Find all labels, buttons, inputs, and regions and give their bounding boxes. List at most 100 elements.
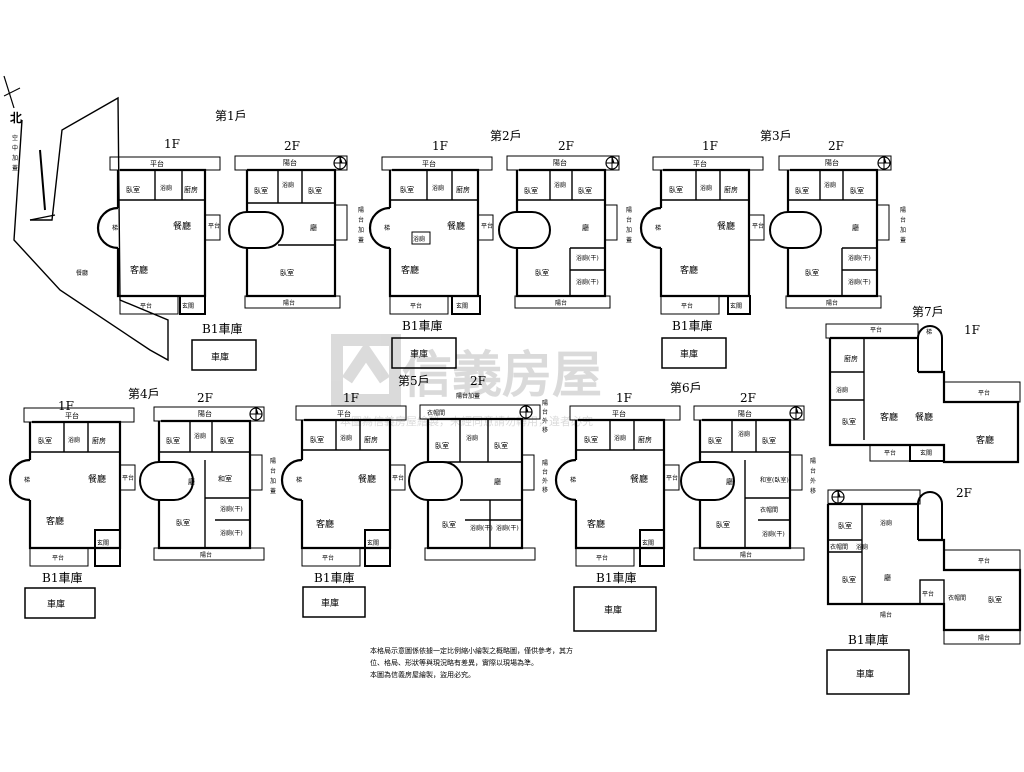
u4-stair: 梯 [24, 476, 30, 484]
u7-2f-balcony2: 陽台 [978, 634, 990, 642]
u4-2f-bed3: 臥室 [176, 518, 190, 527]
u2-2f-bed1: 臥室 [524, 186, 538, 195]
u2-2f-bath: 浴廁 [554, 181, 566, 189]
unit-1-1f-plan [96, 156, 221, 315]
u1-2f-add-4: 蓋 [358, 236, 364, 244]
u5-terrace-top: 平台 [337, 409, 351, 418]
u2-add-4: 蓋 [626, 236, 632, 244]
u2-2f-bath-dry: 浴廁(干) [576, 254, 599, 262]
u3-garage-box [661, 337, 727, 369]
u6-2f-bed2: 臥室 [762, 436, 776, 445]
u2-terrace-bottom: 平台 [410, 302, 422, 310]
u6-2f-hall: 廳 [726, 477, 733, 486]
u5-terrace-bottom: 平台 [322, 554, 334, 562]
u3-add-1: 陽 [900, 206, 906, 214]
u1-2f-balcony: 陽台 [283, 158, 297, 167]
site-plan [13, 96, 169, 362]
north-arrow [3, 75, 21, 109]
unit-2-2f: 2F [558, 139, 574, 153]
u7-2f-terrace-right: 平台 [978, 557, 990, 565]
u6-out-2: 台 [810, 467, 816, 475]
u1-2f-add-1: 陽 [358, 206, 364, 214]
u4-garage-box [24, 587, 96, 619]
u5-b1: B1車庫 [314, 571, 354, 585]
u3-2f-balcony-b: 陽台 [826, 299, 838, 307]
u1-2f-add-3: 加 [358, 226, 364, 234]
u6-b1: B1車庫 [596, 571, 636, 585]
u3-add-2: 台 [900, 216, 906, 224]
u1-dining: 餐廳 [173, 220, 191, 232]
u3-entry: 玄關 [730, 302, 742, 310]
u6-terrace-side: 平台 [666, 474, 678, 482]
u7-living: 客廳 [880, 411, 898, 423]
u4-entry: 玄關 [97, 539, 109, 547]
u4-add-4: 蓋 [270, 487, 276, 495]
u5-stair: 梯 [296, 476, 302, 484]
u3-bath: 浴廁 [700, 184, 712, 192]
u6-out-3: 外 [810, 477, 816, 485]
u5-dining: 餐廳 [358, 473, 376, 485]
u3-2f-hall: 廳 [852, 223, 859, 232]
unit-3-2f: 2F [828, 139, 844, 153]
u7-2f-bath2: 浴廁 [856, 543, 868, 551]
u7-2f-bath: 浴廁 [880, 519, 892, 527]
u5-2f-hall: 廳 [494, 477, 501, 486]
u5-out-b4: 移 [542, 486, 548, 494]
u3-2f-bath-dry: 浴廁(干) [848, 254, 871, 262]
site-sign-3: 加 [12, 154, 18, 162]
u7-stair: 梯 [926, 328, 932, 336]
note-line-2: 位、格局、形狀等與現況略有差異，實際以現場為準。 [370, 658, 538, 667]
u1-b1: B1車庫 [202, 322, 242, 336]
site-sign-2: 中 [12, 144, 18, 152]
u1-terrace-side: 平台 [208, 222, 220, 230]
u6-bed: 臥室 [584, 435, 598, 444]
u7-bed: 臥室 [842, 417, 856, 426]
u5-2f-bath: 浴廁 [466, 434, 478, 442]
u7-garage-box [826, 649, 910, 695]
u2-bath: 浴廁 [432, 184, 444, 192]
u2-stair: 梯 [384, 224, 390, 232]
u7-b1: B1車庫 [848, 633, 888, 647]
u1-2f-add-2: 台 [358, 216, 364, 224]
u6-2f-bed3: 臥室 [716, 520, 730, 529]
u5-out-a3: 外 [542, 417, 548, 425]
u6-living: 客廳 [587, 518, 605, 530]
u2-bath2: 浴廁 [413, 235, 425, 243]
u3-add-3: 加 [900, 226, 906, 234]
u5-2f-closet: 衣帽間 [427, 409, 445, 417]
u1-bed: 臥室 [126, 185, 140, 194]
u2-2f-bed2: 臥室 [578, 186, 592, 195]
unit-4-1f: 1F [58, 399, 74, 413]
u1-terrace-top: 平台 [150, 159, 164, 168]
u4-2f-tatami: 和室 [218, 474, 232, 483]
watermark: 信義房屋 本圖為信義房屋繪製，未經同意請勿轉用，違者必究 [331, 334, 602, 428]
u3-bed: 臥室 [669, 185, 683, 194]
u4-kitchen: 廚房 [92, 436, 106, 445]
unit-6-title: 第6戶 [670, 381, 702, 395]
u4-terrace-side: 平台 [122, 474, 134, 482]
unit-1-2f: 2F [284, 139, 300, 153]
u3-terrace-top: 平台 [693, 159, 707, 168]
u4-2f-bath-dry2: 浴廁(干) [220, 529, 243, 537]
u4-living: 客廳 [46, 515, 64, 527]
u6-terrace-bottom: 平台 [596, 554, 608, 562]
u3-2f-bath-dry2: 浴廁(干) [848, 278, 871, 286]
note-line-1: 本格局示意圖係依據一定比例縮小繪製之概略圖，僅供參考，其方 [370, 646, 573, 655]
u5-2f-bath-dry2: 浴廁(干) [496, 524, 519, 532]
u7-bath: 浴廁 [836, 386, 848, 394]
u6-entry: 玄關 [642, 539, 654, 547]
u4-2f-bed2: 臥室 [220, 436, 234, 445]
u4-bath: 浴廁 [68, 436, 80, 444]
u6-2f-balcony: 陽台 [738, 409, 752, 418]
unit-6-1f-plan [554, 405, 681, 567]
u5-garage: 車庫 [321, 597, 339, 609]
u3-2f-bed2: 臥室 [850, 186, 864, 195]
u3-2f-bath: 浴廁 [824, 181, 836, 189]
u1-2f-hall: 廳 [310, 223, 317, 232]
unit-7-2f-plan [826, 489, 1022, 645]
u1-kitchen: 廚房 [184, 185, 198, 194]
u3-dining: 餐廳 [717, 220, 735, 232]
u3-kitchen: 廚房 [724, 185, 738, 194]
u5-2f-bed2: 臥室 [494, 441, 508, 450]
